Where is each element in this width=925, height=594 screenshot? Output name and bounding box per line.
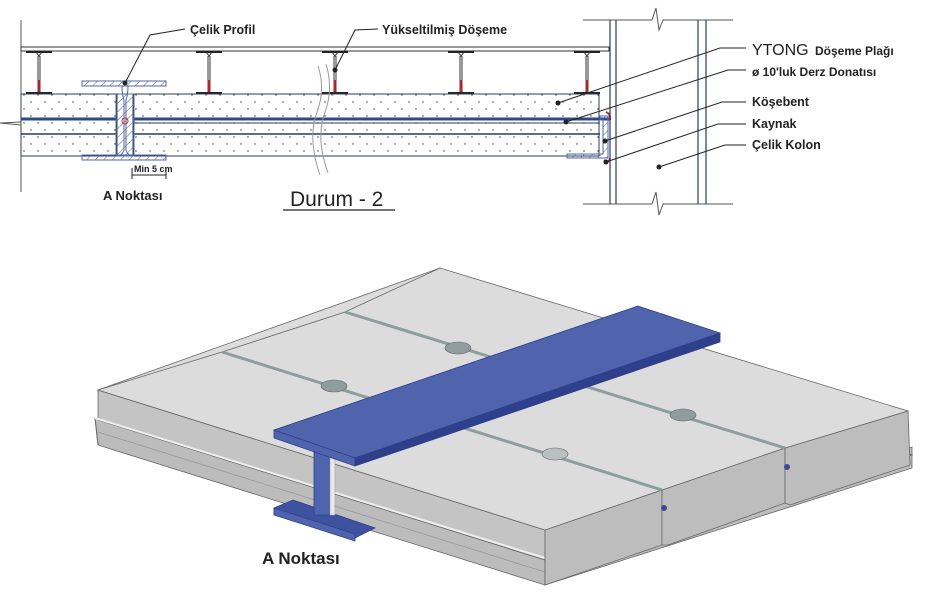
- label-ytong-brand: YTONG: [752, 42, 809, 59]
- pedestal: [196, 51, 222, 94]
- joint-rebar-hole: [444, 341, 472, 355]
- ytong-slab-left: [0, 93, 118, 157]
- label-joint-rebar: ø 10'luk Derz Donatısı: [752, 65, 876, 79]
- ytong-slab-right: [132, 93, 610, 157]
- label-angle: Köşebent: [752, 95, 810, 109]
- leader-lines: [122, 28, 746, 170]
- pedestals: [26, 51, 600, 94]
- joint-rebar-hole: [669, 408, 697, 422]
- steel-column: [583, 7, 733, 216]
- label-raised-floor: Yükseltilmiş Döşeme: [382, 23, 507, 37]
- section-view: Min 5 cm Çelik Profil Yükseltilmiş Döşem…: [0, 7, 894, 216]
- label-ytong-plate: Döşeme Plağı: [815, 44, 894, 58]
- label-steel-column: Çelik Kolon: [752, 138, 821, 152]
- dimension-label: Min 5 cm: [134, 164, 173, 174]
- joint-rebar-hole: [320, 379, 348, 393]
- pedestal: [574, 51, 600, 94]
- pedestal: [448, 51, 474, 94]
- rebar-end: [661, 505, 667, 511]
- label-weld: Kaynak: [752, 117, 797, 131]
- iso-point-label: A Noktası: [262, 549, 340, 568]
- break-line: [320, 63, 330, 174]
- rebar-end: [784, 464, 790, 470]
- min-dimension: Min 5 cm: [131, 164, 173, 179]
- break-line: [312, 65, 322, 176]
- section-title: Durum - 2: [290, 188, 383, 211]
- pedestal: [26, 51, 52, 94]
- steel-i-beam: [272, 305, 722, 542]
- isometric-view: A Noktası: [94, 267, 914, 586]
- raised-floor-plate: [20, 46, 610, 52]
- joint-rebar-hole: [541, 447, 569, 461]
- label-steel-profile: Çelik Profil: [190, 23, 255, 37]
- section-point-label: A Noktası: [103, 188, 162, 203]
